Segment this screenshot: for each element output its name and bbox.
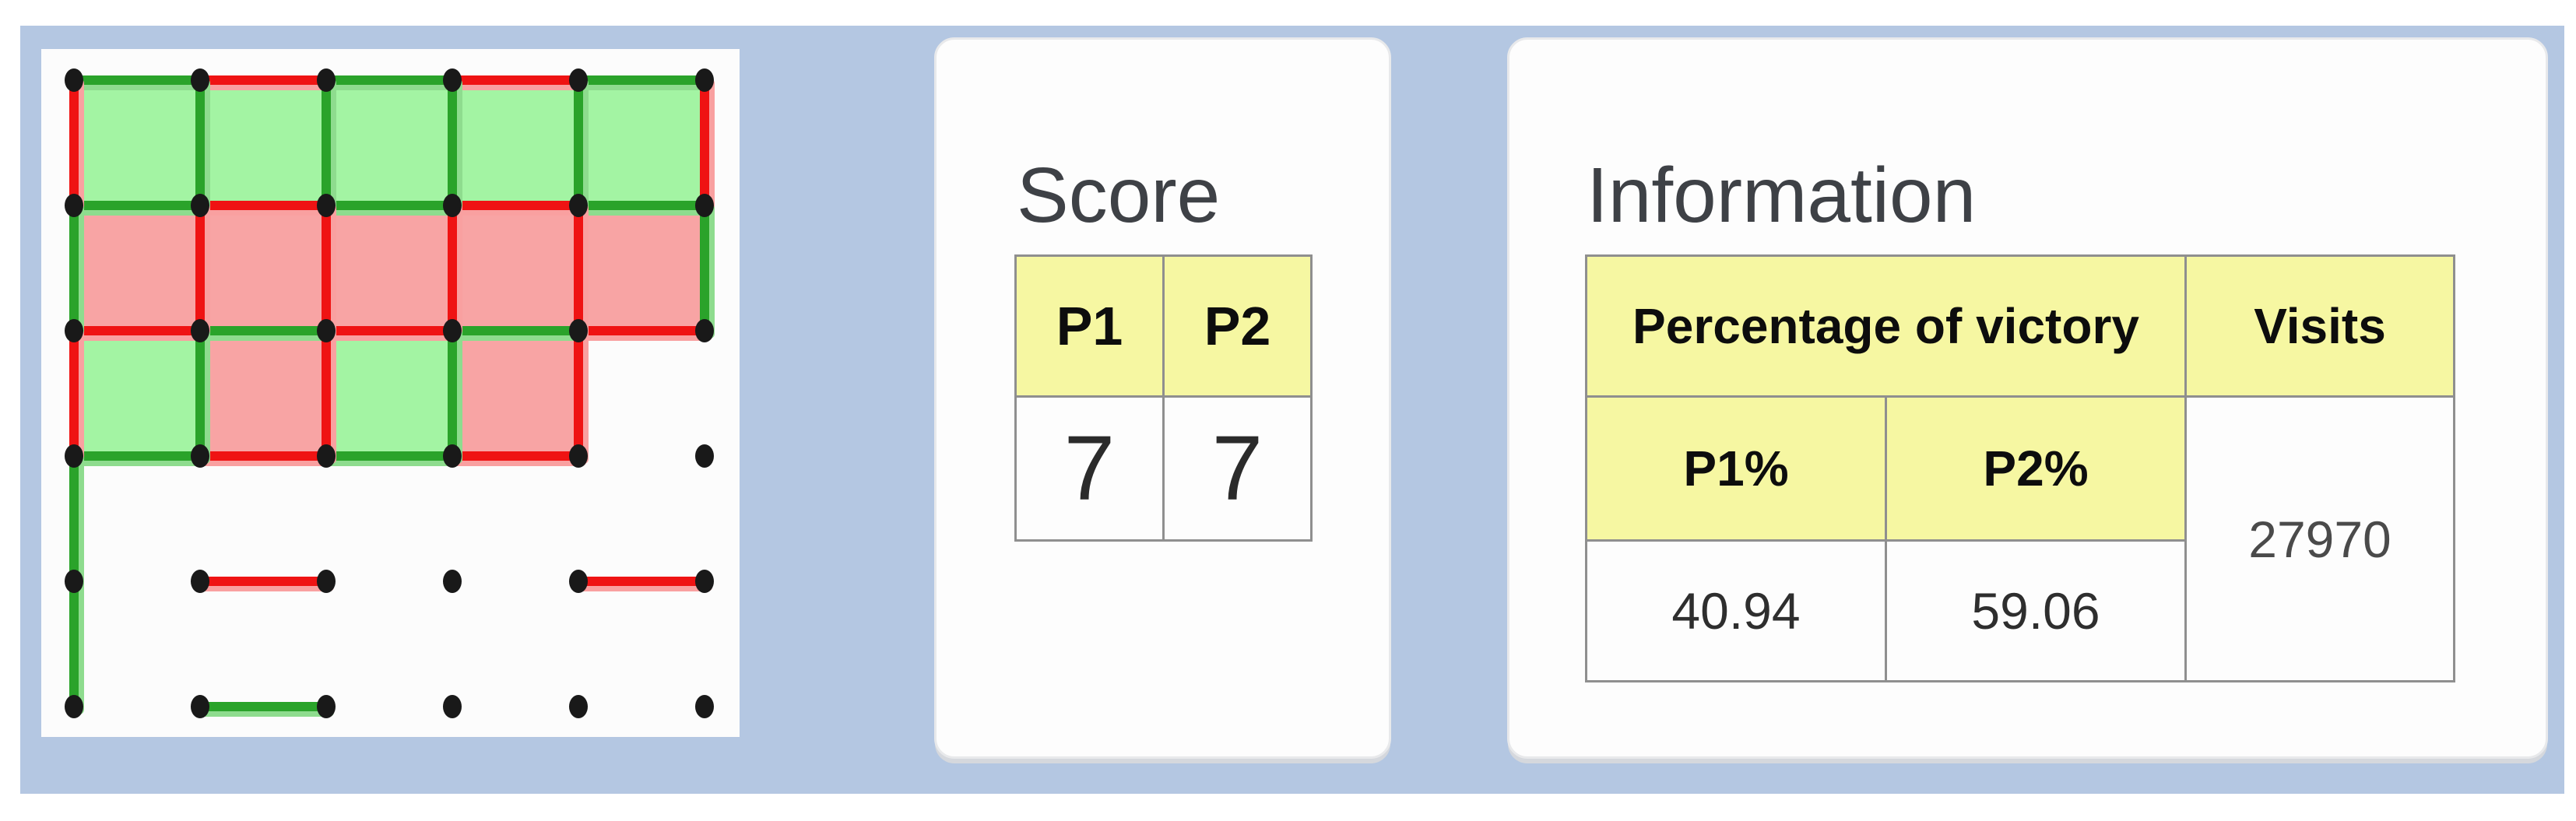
dot-r1c5 — [695, 194, 714, 217]
dot-r2c5 — [695, 319, 714, 342]
info-header-row: Percentage of victory Visits — [1585, 254, 2455, 398]
score-value-row: 7 7 — [1014, 395, 1313, 542]
dots-and-boxes-board[interactable] — [41, 49, 740, 737]
score-header-p2: P2 — [1162, 254, 1313, 398]
dot-r4c0 — [65, 570, 83, 593]
captured-box-green — [74, 331, 200, 456]
information-card: Information Percentage of victory Visits… — [1507, 37, 2548, 759]
dot-r0c5 — [695, 68, 714, 92]
p2-percent-value: 59.06 — [1885, 539, 2187, 682]
score-value-p1: 7 — [1014, 395, 1165, 542]
visits-value: 27970 — [2248, 510, 2391, 568]
dot-r4c1 — [191, 570, 209, 593]
dot-r3c2 — [317, 444, 336, 468]
score-value-p2: 7 — [1162, 395, 1313, 542]
score-header-row: P1 P2 — [1014, 254, 1313, 398]
dot-r1c2 — [317, 194, 336, 217]
p1-percent-header: P1% — [1585, 395, 1887, 542]
info-value-row: 40.94 59.06 — [1585, 539, 2455, 682]
dot-r0c4 — [569, 68, 588, 92]
score-card: Score P1 P2 7 7 — [934, 37, 1391, 759]
score-header-p1: P1 — [1014, 254, 1165, 398]
game-board-panel — [41, 49, 740, 737]
info-subheader-row: P1% P2% 27970 — [1585, 395, 2455, 682]
score-title: Score — [1017, 152, 1221, 239]
dot-r3c5 — [695, 444, 714, 468]
percentage-of-victory-header: Percentage of victory — [1585, 254, 2187, 398]
dot-r0c1 — [191, 68, 209, 92]
captured-box-red — [578, 205, 705, 331]
dot-r5c1 — [191, 695, 209, 718]
dot-r2c2 — [317, 319, 336, 342]
dot-r3c0 — [65, 444, 83, 468]
captured-box-green — [578, 80, 705, 205]
p1-percent-value: 40.94 — [1585, 539, 1887, 682]
dot-r4c3 — [443, 570, 462, 593]
information-title: Information — [1587, 152, 1977, 239]
dot-r5c4 — [569, 695, 588, 718]
captured-box-red — [200, 205, 326, 331]
dot-r0c0 — [65, 68, 83, 92]
dot-r5c3 — [443, 695, 462, 718]
captured-box-green — [326, 80, 452, 205]
visits-value-cell: 27970 — [2184, 395, 2455, 682]
dot-r0c3 — [443, 68, 462, 92]
dot-r2c3 — [443, 319, 462, 342]
dot-r0c2 — [317, 68, 336, 92]
dot-r3c3 — [443, 444, 462, 468]
dot-r4c2 — [317, 570, 336, 593]
captured-box-red — [200, 331, 326, 456]
score-table: P1 P2 7 7 — [1014, 254, 1313, 542]
dot-r2c0 — [65, 319, 83, 342]
dot-r1c3 — [443, 194, 462, 217]
visits-header: Visits — [2184, 254, 2455, 398]
information-table: Percentage of victory Visits P1% P2% 279… — [1585, 254, 2455, 682]
captured-box-red — [452, 331, 578, 456]
captured-box-red — [74, 205, 200, 331]
p2-percent-header: P2% — [1885, 395, 2187, 542]
captured-box-green — [74, 80, 200, 205]
dot-r4c4 — [569, 570, 588, 593]
dot-r5c2 — [317, 695, 336, 718]
dot-r1c0 — [65, 194, 83, 217]
dot-r2c4 — [569, 319, 588, 342]
dot-r5c0 — [65, 695, 83, 718]
dot-r5c5 — [695, 695, 714, 718]
dot-r3c1 — [191, 444, 209, 468]
dot-r3c4 — [569, 444, 588, 468]
dot-r1c1 — [191, 194, 209, 217]
captured-box-red — [452, 205, 578, 331]
captured-box-green — [452, 80, 578, 205]
captured-box-green — [200, 80, 326, 205]
dot-r4c5 — [695, 570, 714, 593]
dot-r2c1 — [191, 319, 209, 342]
captured-box-red — [326, 205, 452, 331]
dot-r1c4 — [569, 194, 588, 217]
captured-box-green — [326, 331, 452, 456]
